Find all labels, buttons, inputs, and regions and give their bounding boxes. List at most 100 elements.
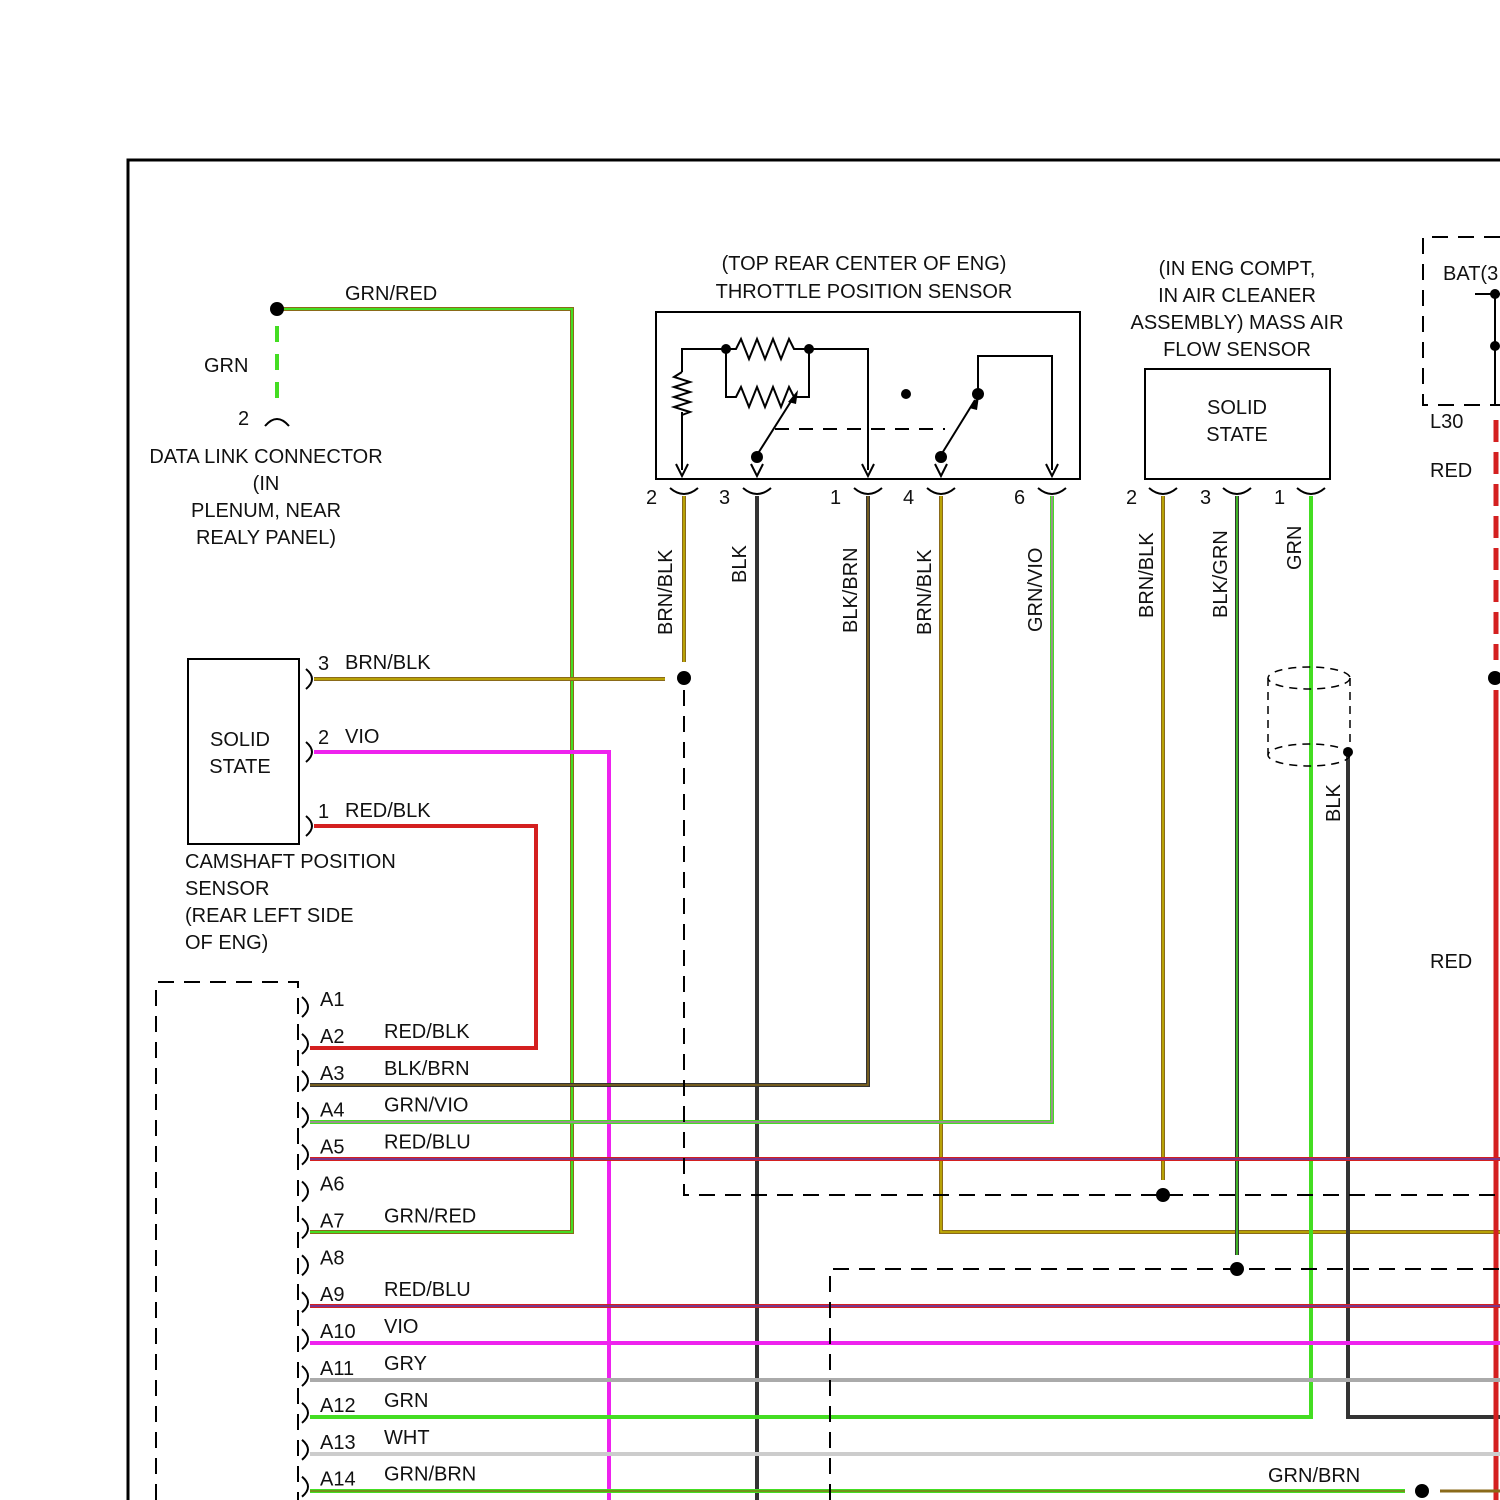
ecm-pin-symbol (302, 1071, 308, 1091)
dashed-return-2 (830, 1269, 1500, 1500)
ecm-wire-label: RED/BLU (384, 1279, 471, 1301)
ecm-wire-label: BLK/BRN (384, 1058, 470, 1080)
tps-wire-label-2: BLK (729, 545, 751, 583)
dlc-label-3: PLENUM, NEAR (191, 500, 341, 522)
splice-ground-2 (1230, 1262, 1244, 1276)
splices (270, 302, 1500, 1498)
ecm-pin-symbol (302, 1182, 308, 1202)
camshaft-position-sensor: SOLID STATE 3 2 1 BRN/BLK VIO RED/BLK CA… (185, 652, 431, 954)
maf-box-line-2: STATE (1206, 424, 1267, 446)
ecm-pin-symbol (302, 1403, 308, 1423)
ecm-wire-label: VIO (384, 1316, 418, 1338)
cmp-box-line-2: STATE (209, 756, 270, 778)
ecm-wire-label: RED/BLU (384, 1132, 471, 1154)
wire-tps-pin1 (310, 496, 868, 1085)
tps-pin-2: 2 (646, 487, 657, 509)
ecm-pin-label: A9 (320, 1284, 344, 1306)
dlc-pin-symbol (265, 419, 289, 426)
maf-box-line-1: SOLID (1207, 397, 1267, 419)
cmp-pin-2: 2 (318, 727, 329, 749)
ecm-pin-label: A10 (320, 1321, 356, 1343)
ecm-pin-symbol (302, 1218, 308, 1238)
ecm-pin-label: A11 (320, 1358, 354, 1380)
ecm-pin-symbol (302, 1477, 308, 1497)
tps-wire-label-1: BRN/BLK (655, 549, 677, 635)
tps-title-1: (TOP REAR CENTER OF ENG) (722, 253, 1007, 275)
ecm-wire-label: GRN (384, 1390, 428, 1412)
bat-label: BAT(3 (1443, 263, 1498, 285)
ecm-pin-label: A8 (320, 1247, 344, 1269)
dlc-wire-vertical-label: GRN (204, 355, 248, 377)
maf-pin-symbols (1149, 488, 1325, 494)
cmp-label-4: OF ENG) (185, 932, 268, 954)
ecm-pin-label: A12 (320, 1395, 356, 1417)
tps-pin-6: 6 (1014, 487, 1025, 509)
ecm-pin-symbol (302, 1329, 308, 1349)
dlc-label-1: DATA LINK CONNECTOR (149, 446, 382, 468)
cmp-wire-3: BRN/BLK (345, 652, 431, 674)
maf-title-2: IN AIR CLEANER (1158, 285, 1316, 307)
ecm-pin-label: A1 (320, 989, 344, 1011)
maf-title-3: ASSEMBLY) MASS AIR (1130, 312, 1343, 334)
mass-air-flow-sensor: (IN ENG COMPT, IN AIR CLEANER ASSEMBLY) … (1126, 258, 1353, 822)
tps-wire-label-5: GRN/VIO (1025, 548, 1047, 632)
ecm-dashed-box (156, 982, 298, 1500)
cmp-wire-2: VIO (345, 726, 379, 748)
battery-fuse-block: BAT(3 L30 RED RED (1423, 237, 1500, 973)
maf-pin-3: 3 (1200, 487, 1211, 509)
dlc-pin-label: 2 (238, 408, 249, 430)
maf-pin-1: 1 (1274, 487, 1285, 509)
ecm-wire-label: GRY (384, 1353, 427, 1375)
throttle-position-sensor: (TOP REAR CENTER OF ENG) THROTTLE POSITI… (646, 253, 1080, 635)
wire-shield-blk (1348, 752, 1500, 1417)
cmp-pin-1: 1 (318, 801, 329, 823)
ecm-wire-label: GRN/RED (384, 1205, 476, 1227)
ecm-wire-label: GRN/VIO (384, 1095, 468, 1117)
cmp-label-1: CAMSHAFT POSITION (185, 851, 396, 873)
dashed-return-1 (684, 690, 1500, 1195)
ecm-pin-symbol (302, 997, 308, 1017)
ecm-pin-label: A2 (320, 1026, 344, 1048)
ecm-right-label-a14: GRN/BRN (1268, 1465, 1360, 1487)
maf-wire-label-1: BRN/BLK (1136, 532, 1158, 618)
tps-pin-1: 1 (830, 487, 841, 509)
ecm-pin-label: A13 (320, 1432, 356, 1454)
data-link-connector: GRN/RED GRN 2 DATA LINK CONNECTOR (IN PL… (149, 283, 437, 549)
cmp-wire-1: RED/BLK (345, 800, 431, 822)
bat-connector: L30 (1430, 411, 1463, 433)
ecm-pin-symbol (302, 1292, 308, 1312)
ecm-pin-label: A4 (320, 1100, 344, 1122)
bat-wire-top: RED (1430, 460, 1472, 482)
tps-wire-label-4: BRN/BLK (914, 549, 936, 635)
ecm-wire-label: GRN/BRN (384, 1464, 476, 1486)
dlc-wire-top-label: GRN/RED (345, 283, 437, 305)
maf-title-1: (IN ENG COMPT, (1159, 258, 1316, 280)
cmp-label-2: SENSOR (185, 878, 269, 900)
ecm-pin-symbol (302, 1366, 308, 1386)
splice-a14 (1415, 1484, 1429, 1498)
ecm-pin-symbol (302, 1440, 308, 1460)
cmp-box-line-1: SOLID (210, 729, 270, 751)
cmp-box (188, 659, 299, 844)
cmp-pin-3: 3 (318, 653, 329, 675)
splice-bat (1488, 671, 1500, 685)
tps-pin-3: 3 (719, 487, 730, 509)
maf-pin-2: 2 (1126, 487, 1137, 509)
tps-wire-label-3: BLK/BRN (840, 547, 862, 633)
ecm-pin-label: A6 (320, 1174, 344, 1196)
ecm-wire-label: RED/BLK (384, 1021, 470, 1043)
ecm-pin-symbol (302, 1034, 308, 1054)
splice-tps-cmp (677, 671, 691, 685)
maf-title-4: FLOW SENSOR (1163, 339, 1311, 361)
ecm-pin-symbol (302, 1255, 308, 1275)
ecm-pin-label: A5 (320, 1137, 344, 1159)
tps-title-2: THROTTLE POSITION SENSOR (716, 281, 1013, 303)
bat-wire-bottom: RED (1430, 951, 1472, 973)
splice-ground-1 (1156, 1188, 1170, 1202)
ecm-pin-symbol (302, 1108, 308, 1128)
tps-internal (674, 339, 1052, 470)
splice-dlc (270, 302, 284, 316)
ecm-pin-label: A7 (320, 1210, 344, 1232)
